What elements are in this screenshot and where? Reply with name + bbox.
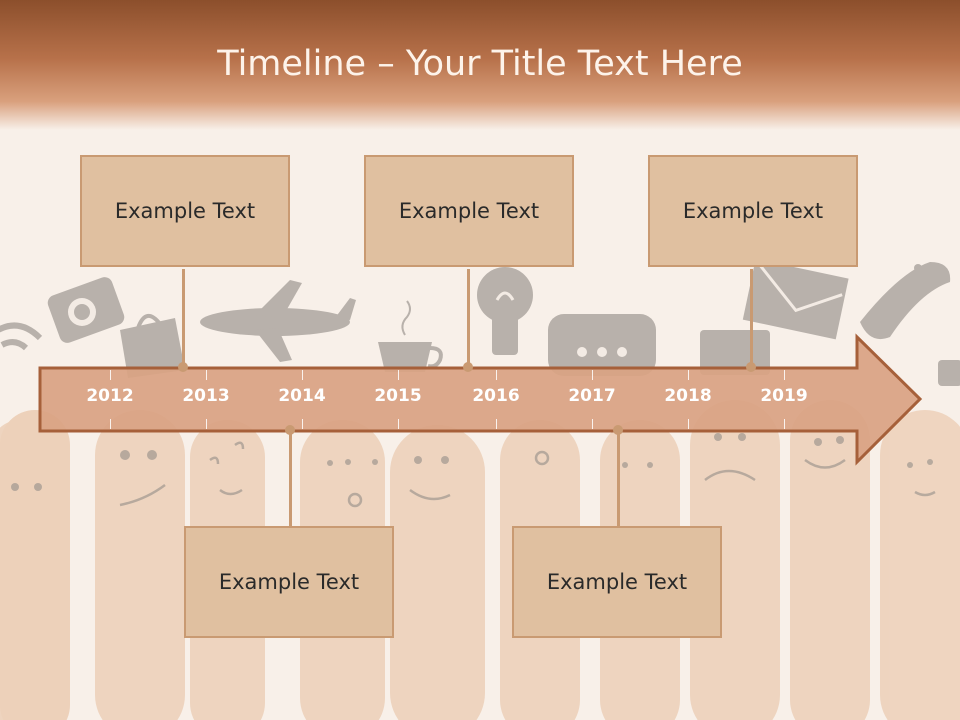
- finger-faces: [11, 433, 936, 508]
- year-tick: [592, 370, 593, 380]
- year-tick: [398, 370, 399, 380]
- box-text: Example Text: [398, 199, 540, 223]
- year-tick: [206, 419, 207, 429]
- year-tick: [496, 370, 497, 380]
- year-tick: [592, 419, 593, 429]
- slide-title: Timeline – Your Title Text Here: [217, 44, 743, 84]
- connector-line: [750, 269, 753, 367]
- chat-bubble-icon: [548, 314, 656, 376]
- year-label: 2015: [374, 386, 422, 406]
- connector-dot: [613, 425, 623, 435]
- box-text: Example Text: [114, 199, 256, 223]
- connector-line: [289, 430, 292, 526]
- box-text: Example Text: [218, 570, 360, 594]
- year-label: 2017: [568, 386, 616, 406]
- wifi-icon: [0, 322, 43, 351]
- year-tick: [496, 419, 497, 429]
- title-bar: [0, 0, 960, 130]
- box-text: Example Text: [682, 199, 824, 223]
- year-tick: [110, 419, 111, 429]
- year-label: 2013: [182, 386, 230, 406]
- connector-dot: [285, 425, 295, 435]
- year-tick: [398, 419, 399, 429]
- year-tick: [110, 370, 111, 380]
- connector-line: [467, 269, 470, 367]
- year-label: 2019: [760, 386, 808, 406]
- year-tick: [302, 419, 303, 429]
- decor-icons: [0, 258, 960, 386]
- connector-dot: [746, 362, 756, 372]
- year-label: 2014: [278, 386, 326, 406]
- year-label: 2018: [664, 386, 712, 406]
- year-tick: [688, 419, 689, 429]
- year-tick: [302, 370, 303, 380]
- connector-dot: [178, 362, 188, 372]
- camera-icon: [47, 277, 125, 343]
- year-tick: [206, 370, 207, 380]
- timeline-box-top[interactable]: Example Text: [80, 155, 290, 267]
- connector-dot: [463, 362, 473, 372]
- year-tick: [784, 370, 785, 380]
- phone-icon: [860, 262, 951, 340]
- year-tick: [688, 370, 689, 380]
- box-text: Example Text: [546, 570, 688, 594]
- timeline-box-top[interactable]: Example Text: [364, 155, 574, 267]
- envelope-icon: [742, 258, 849, 340]
- year-label: 2012: [86, 386, 134, 406]
- small-device-icon: [938, 360, 960, 386]
- timeline-box-bottom[interactable]: Example Text: [512, 526, 722, 638]
- lightbulb-icon: [477, 267, 533, 355]
- year-tick: [784, 419, 785, 429]
- coffee-cup-icon: [378, 300, 443, 372]
- connector-line: [617, 430, 620, 526]
- timeline-box-bottom[interactable]: Example Text: [184, 526, 394, 638]
- year-label: 2016: [472, 386, 520, 406]
- airplane-icon: [200, 280, 356, 362]
- shopping-bag-icon: [120, 314, 185, 378]
- connector-line: [182, 269, 185, 367]
- timeline-box-top[interactable]: Example Text: [648, 155, 858, 267]
